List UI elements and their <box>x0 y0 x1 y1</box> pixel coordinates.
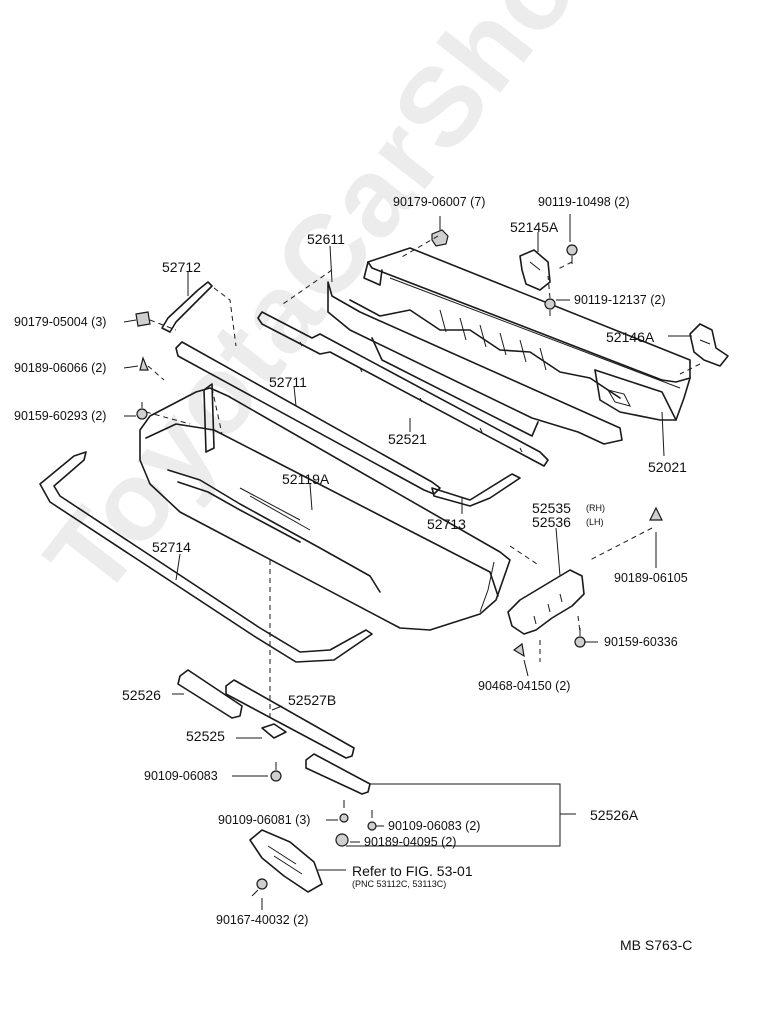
label-52535-side: (RH) <box>586 503 605 513</box>
label-52525: 52525 <box>186 728 225 744</box>
fastener-90119-12137 <box>544 298 556 316</box>
fastener-90119-10498 <box>566 244 578 264</box>
label-90189-06105: 90189-06105 <box>614 571 688 585</box>
label-90109-06083-b: 90109-06083 (2) <box>388 819 481 833</box>
part-52521-support <box>257 311 549 467</box>
label-90119-10498: 90119-10498 (2) <box>538 195 630 209</box>
label-90159-60336: 90159-60336 <box>604 635 678 649</box>
part-52713-retainer <box>431 473 521 507</box>
part-52526A-stay <box>305 753 371 795</box>
part-52527B-stay <box>225 679 355 759</box>
fastener-90189-04095 <box>335 833 349 847</box>
reference-note-line2: (PNC 53112C, 53113C) <box>352 879 447 889</box>
part-52145A-bracket <box>519 249 551 291</box>
label-90179-06007: 90179-06007 (7) <box>393 195 486 209</box>
label-52021: 52021 <box>648 459 687 475</box>
part-52525-spacer <box>261 723 287 739</box>
label-52611: 52611 <box>307 231 345 247</box>
label-52145A: 52145A <box>510 219 559 235</box>
label-52714: 52714 <box>152 539 191 555</box>
label-90119-12137: 90119-12137 (2) <box>574 293 666 307</box>
part-52146A-bracket <box>689 323 729 367</box>
fastener-90189-06105 <box>649 506 663 521</box>
part-52021-reinforcement <box>363 247 691 421</box>
fastener-90159-60293 <box>136 402 148 420</box>
part-lower-bracket <box>249 829 323 893</box>
label-52535: 52535 <box>532 500 571 516</box>
part-52119A-bumper-cover <box>139 383 511 631</box>
part-52526-stay <box>177 669 243 719</box>
label-90109-06083-a: 90109-06083 <box>144 769 218 783</box>
part-52714-molding <box>39 451 373 663</box>
fastener-90468-04150 <box>512 642 525 658</box>
part-52611-absorber <box>327 281 623 445</box>
label-90109-06081: 90109-06081 (3) <box>218 813 311 827</box>
fastener-90189-06066 <box>139 356 149 371</box>
label-90189-06066: 90189-06066 (2) <box>14 361 107 375</box>
fastener-90159-60336 <box>574 628 586 648</box>
leader-lines <box>123 214 692 910</box>
label-52711: 52711 <box>269 374 307 390</box>
fastener-90109-06083-a <box>270 762 282 782</box>
fastener-90109-06083-b <box>367 810 377 831</box>
label-90159-60293: 90159-60293 (2) <box>14 409 107 423</box>
fastener-90179-06007 <box>431 229 449 247</box>
label-52521: 52521 <box>388 431 427 447</box>
label-90167-40032: 90167-40032 (2) <box>216 913 309 927</box>
fastener-90179-05004 <box>135 311 151 327</box>
reference-note-line1: Refer to FIG. 53-01 <box>352 863 473 879</box>
label-52713: 52713 <box>427 516 466 532</box>
label-52536-side: (LH) <box>586 517 604 527</box>
label-52119A: 52119A <box>282 471 330 487</box>
label-52146A: 52146A <box>606 329 655 345</box>
part-52535-bracket <box>507 569 585 635</box>
part-52711-retainer <box>175 341 441 495</box>
label-52526A: 52526A <box>590 807 639 823</box>
fastener-90109-06081 <box>339 800 349 823</box>
label-90189-04095: 90189-04095 (2) <box>364 835 457 849</box>
assembly-lines <box>145 235 701 720</box>
label-52527B: 52527B <box>288 692 337 708</box>
label-52526: 52526 <box>122 687 161 703</box>
label-90468-04150: 90468-04150 (2) <box>478 679 571 693</box>
label-90179-05004: 90179-05004 (3) <box>14 315 107 329</box>
label-52712: 52712 <box>162 259 201 275</box>
part-52712-retainer <box>161 281 213 333</box>
label-52536: 52536 <box>532 514 571 530</box>
footer-code: MB S763-C <box>620 937 693 953</box>
fastener-90167-40032 <box>251 878 268 897</box>
